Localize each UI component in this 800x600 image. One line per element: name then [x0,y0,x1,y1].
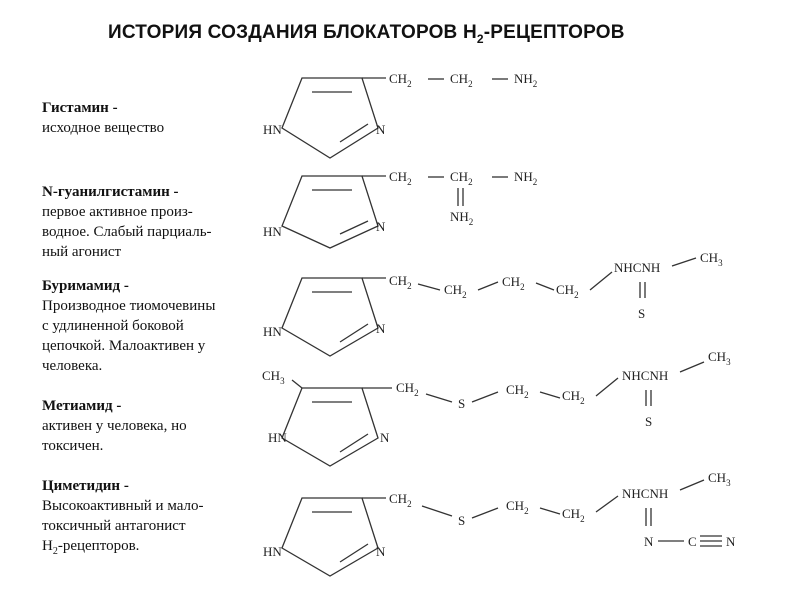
bond [589,271,613,291]
compound-name: Гистамин - [42,100,118,116]
atom-nh2: NH2 [514,169,537,187]
bond [595,377,619,397]
bond [535,282,555,291]
page-title: ИСТОРИЯ СОЗДАНИЯ БЛОКАТОРОВ Н2-РЕЦЕПТОРО… [108,22,625,46]
bond [421,505,453,517]
bond [679,361,705,373]
bond [671,257,697,267]
bond [471,391,499,403]
atom-ch3: CH3 [700,250,723,268]
atom-ch2: CH2 [389,71,412,89]
atom-ch3: CH3 [708,470,731,488]
atom-ch2: CH2 [502,274,525,292]
compound-desc-line: Производное тиомочевины [42,298,216,314]
imidazole-ring [281,77,379,159]
atom-hn: HN [263,544,282,559]
ring-double-bond [339,323,369,343]
atom-ch2: CH2 [444,282,467,300]
atom-n: N [376,219,386,234]
bond [425,393,453,403]
atom-n: N [644,534,654,549]
bond [291,379,303,389]
atom-nhcnh: NHCNH [622,486,668,501]
structure-histamine: HN N CH2 CH2 NH2 [263,71,537,159]
compound-desc-line: активен у человека, но [42,418,187,434]
atom-ch2: CH2 [396,380,419,398]
atom-nhcnh: NHCNH [622,368,668,383]
compound-desc-line: Высокоактивный и мало- [42,498,204,514]
compound-desc-line: токсичный антагонист [42,518,186,534]
compound-desc-line: токсичен. [42,438,104,454]
atom-ch2: CH2 [556,282,579,300]
compound-n-guanylhistamine: N-гуанилгистамин - первое активное произ… [42,182,257,262]
structure-n-guanylhistamine: HN N CH2 CH2 NH2 NH2 [263,169,537,249]
atom-hn: HN [263,122,282,137]
atom-s: S [458,513,465,528]
compound-metiamide: Метиамид - активен у человека, но токсич… [42,396,257,456]
compound-desc-line: с удлиненной боковой [42,318,184,334]
atom-hn: HN [263,324,282,339]
compound-name: Циметидин - [42,478,129,494]
ring-double-bond [339,433,369,453]
atom-ch2: CH2 [562,388,585,406]
compound-desc-line: Н2-рецепторов. [42,538,140,557]
atom-ch2: CH2 [450,71,473,89]
atom-nh2: NH2 [450,209,473,227]
structure-metiamide: CH3 HN N CH2 S CH2 CH2 NHCNH CH3 S [262,349,731,467]
atom-n: N [380,430,390,445]
compound-desc: исходное вещество [42,120,165,136]
atom-s: S [458,396,465,411]
atom-n: N [726,534,736,549]
atom-ch2: CH2 [389,491,412,509]
bond [679,479,705,491]
imidazole-ring [281,497,379,577]
atom-ch2: CH2 [506,382,529,400]
imidazole-ring [281,175,379,249]
atom-ch2: CH2 [389,273,412,291]
atom-n: N [376,321,386,336]
compound-burimamide: Буримамид - Производное тиомочевины с уд… [42,276,257,376]
compound-cimetidine: Циметидин - Высокоактивный и мало- токси… [42,476,257,562]
atom-nhcnh: NHCNH [614,260,660,275]
ring-double-bond [339,543,369,563]
compound-desc-line: первое активное произ- [42,204,193,220]
compound-desc-line: ный агонист [42,244,122,260]
compound-name: Метиамид - [42,398,122,414]
atom-s: S [638,306,645,321]
atom-n: N [376,544,386,559]
ring-double-bond [339,220,369,235]
compound-name: Буримамид - [42,278,129,294]
compound-desc-line: водное. Слабый парциаль- [42,224,212,240]
bond [539,507,561,515]
atom-s: S [645,414,652,429]
structure-burimamide: HN N CH2 CH2 CH2 CH2 NHCNH CH3 S [263,250,723,357]
atom-ch3: CH3 [262,368,285,386]
compound-desc-line: человека. [42,358,103,374]
atom-ch2: CH2 [450,169,473,187]
atom-ch2: CH2 [506,498,529,516]
atom-hn: HN [263,224,282,239]
atom-c: C [688,534,697,549]
bond [417,283,441,291]
ring-double-bond [339,123,369,143]
atom-ch2: CH2 [389,169,412,187]
bond [477,281,499,291]
atom-ch3: CH3 [708,349,731,367]
bond [539,391,561,399]
atom-hn: HN [268,430,287,445]
atom-nh2: NH2 [514,71,537,89]
imidazole-ring [281,277,379,357]
bond [471,507,499,519]
atom-ch2: CH2 [562,506,585,524]
structure-cimetidine: HN N CH2 S CH2 CH2 NHCNH CH3 N C N [263,470,736,577]
imidazole-ring [281,387,379,467]
compound-histamine: Гистамин - исходное вещество [42,98,257,138]
bond [595,495,619,513]
compound-name: N-гуанилгистамин - [42,184,179,200]
compound-desc-line: цепочкой. Малоактивен у [42,338,206,354]
atom-n: N [376,122,386,137]
